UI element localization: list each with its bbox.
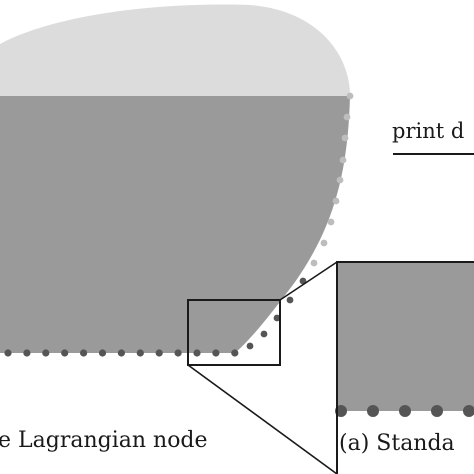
- lagrangian-node: [98, 349, 107, 357]
- lagrangian-node: [336, 176, 344, 184]
- lagrangian-node: [80, 349, 88, 357]
- inset-caption: (a) Standa: [339, 431, 455, 456]
- free-surface-node-row: [246, 92, 354, 350]
- zoom-connector-top: [279, 261, 338, 301]
- lagrangian-node: [212, 349, 220, 357]
- lagrangian-node: [431, 405, 443, 417]
- lagrangian-node: [310, 259, 318, 267]
- lagrangian-node: [155, 349, 163, 357]
- lagrangian-node: [174, 349, 182, 357]
- lagrangian-node: [346, 92, 354, 100]
- lagrangian-node: [136, 349, 144, 357]
- lagrangian-node: [231, 349, 239, 357]
- lagrangian-node: [117, 349, 125, 357]
- lagrangian-node: [339, 156, 347, 164]
- lagrangian-node: [320, 239, 328, 247]
- main-bead-layer: [0, 96, 350, 353]
- top-bead-layer: [0, 4, 350, 96]
- lagrangian-node: [4, 349, 12, 357]
- lagrangian-node: [246, 342, 254, 350]
- lagrangian-node: [343, 113, 351, 121]
- inset-frame: [336, 261, 474, 474]
- inset-node-row: [335, 405, 474, 417]
- lagrangian-node: [341, 134, 349, 142]
- lagrangian-node: [399, 405, 411, 417]
- lagrangian-node: [61, 349, 69, 357]
- zoom-connector-bottom: [187, 364, 338, 474]
- lagrangian-node: [273, 314, 281, 322]
- lagrangian-node: [193, 349, 201, 357]
- lagrangian-node: [260, 330, 268, 338]
- lagrangian-node: [23, 349, 31, 357]
- bottom-node-row: [4, 349, 239, 357]
- inset-filled-region: [337, 262, 474, 411]
- print-direction-label: print d: [392, 119, 464, 143]
- lagrangian-node-label: e Lagrangian node: [0, 428, 208, 453]
- lagrangian-node: [327, 218, 335, 226]
- lagrangian-node: [367, 405, 379, 417]
- lagrangian-node: [463, 405, 474, 417]
- zoom-selection-box: [187, 299, 281, 366]
- lagrangian-node: [42, 349, 50, 357]
- lagrangian-node: [286, 296, 294, 304]
- lagrangian-node: [332, 197, 340, 205]
